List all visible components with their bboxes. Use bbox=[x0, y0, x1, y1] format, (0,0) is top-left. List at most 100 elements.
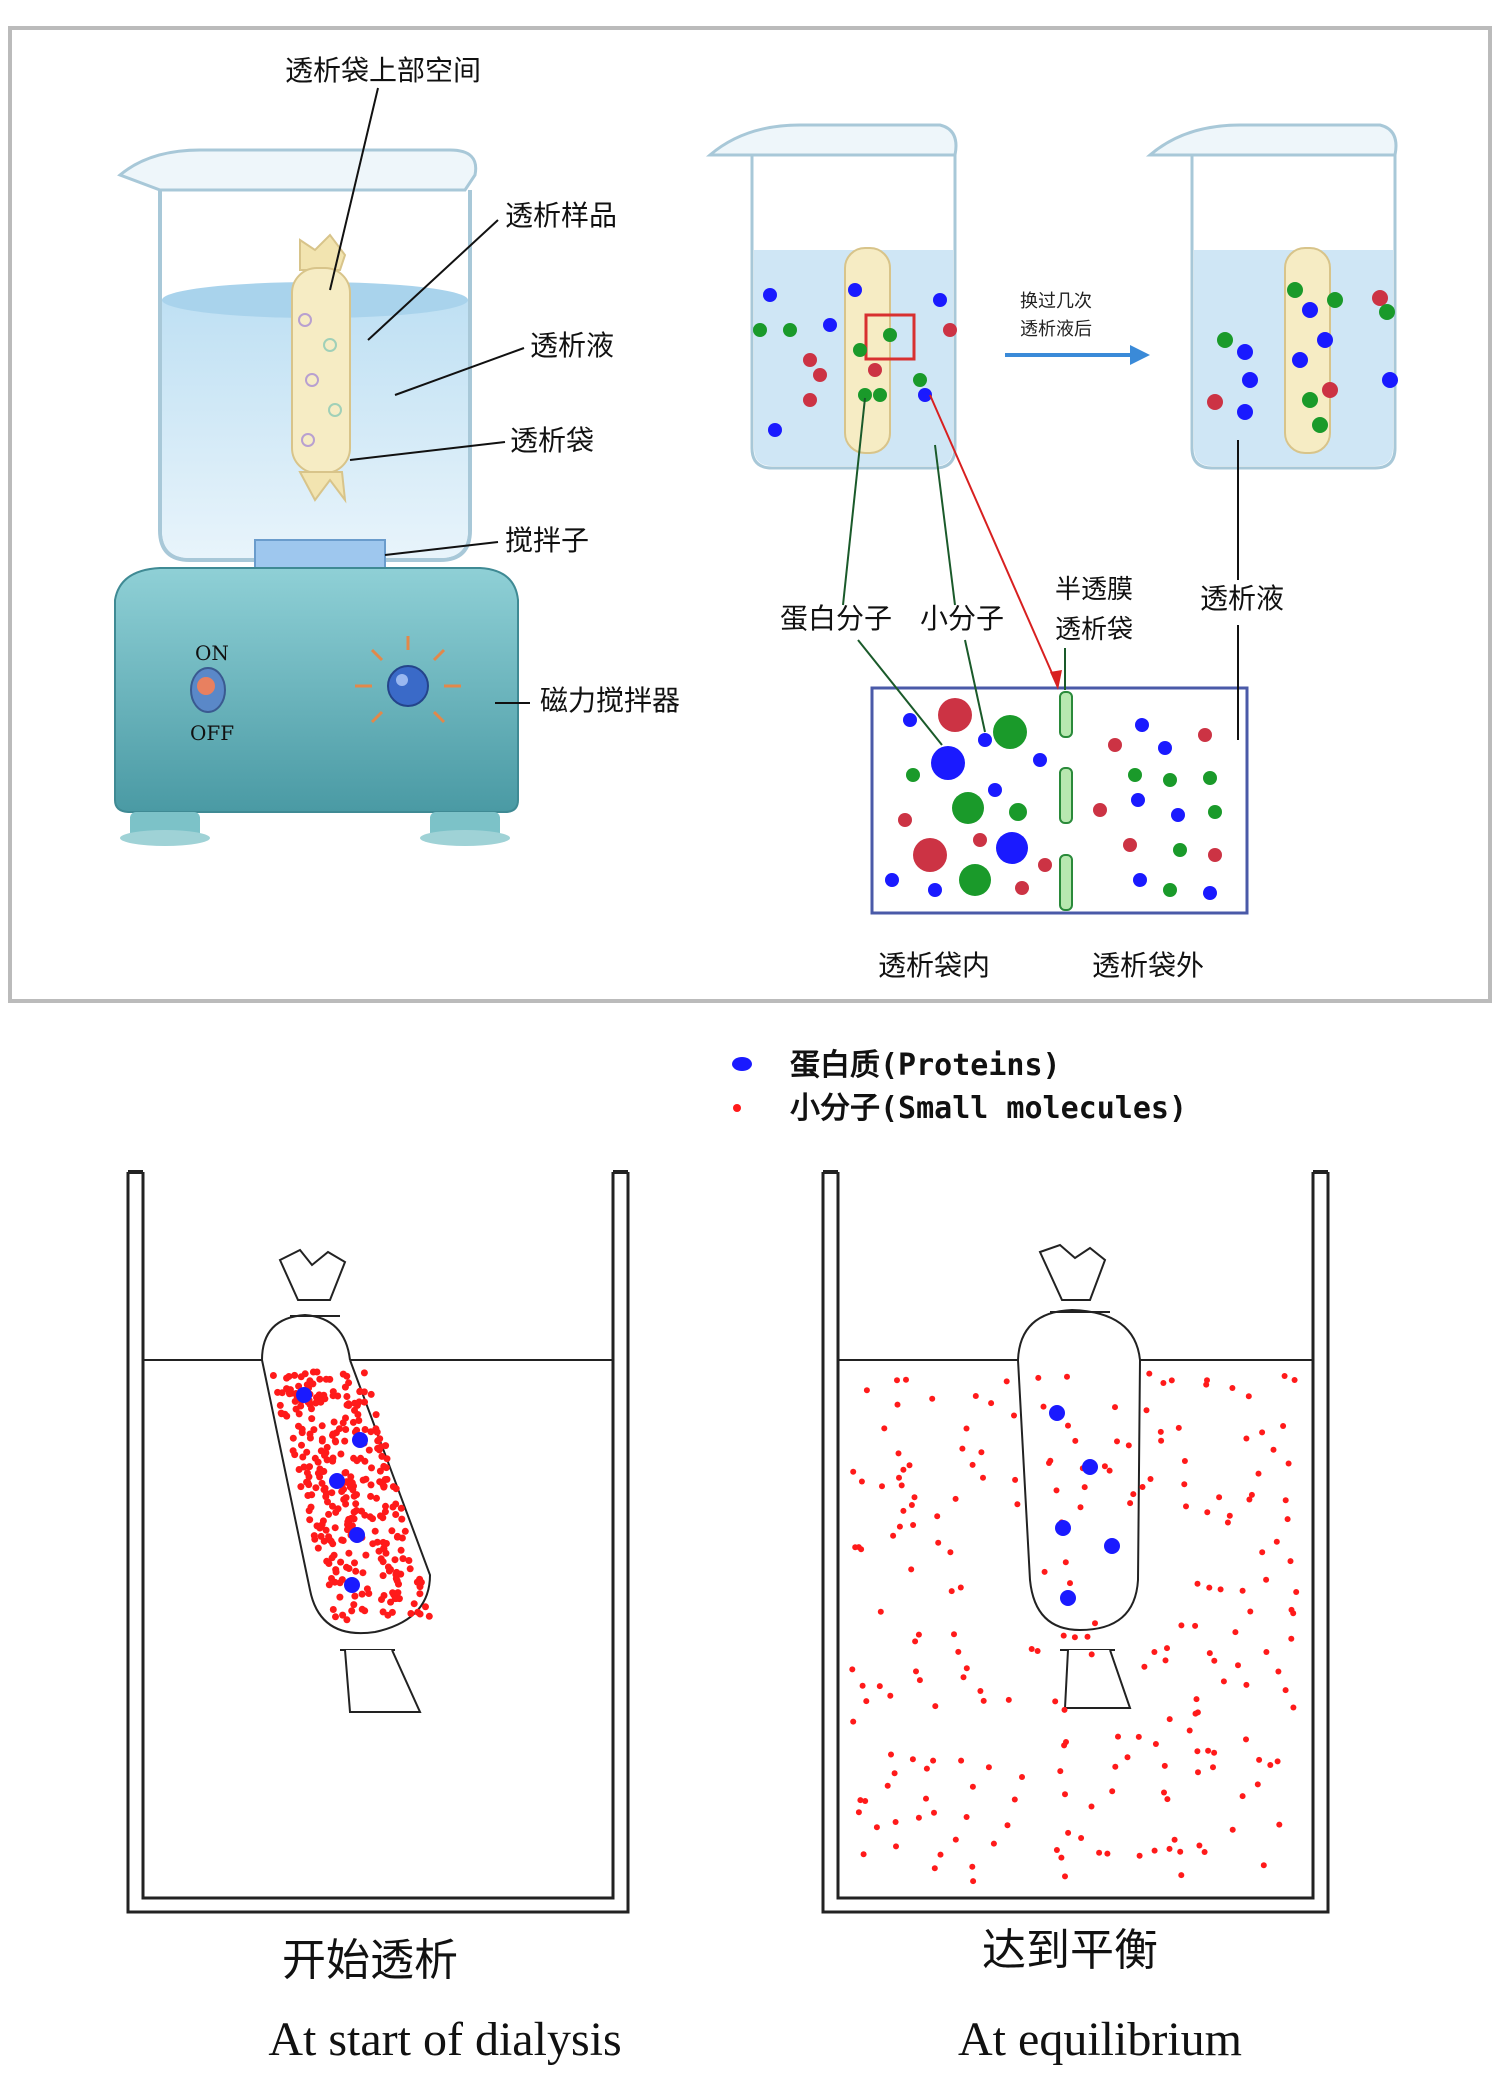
on-off-switch[interactable] bbox=[190, 667, 226, 713]
small-molecule bbox=[1220, 1678, 1227, 1685]
small-molecule bbox=[849, 1666, 856, 1673]
arrow-text-2: 透析液后 bbox=[1020, 319, 1092, 340]
small-molecule bbox=[1267, 1762, 1274, 1768]
small-molecule bbox=[349, 1418, 357, 1426]
small-molecule bbox=[1177, 1848, 1184, 1855]
small-molecule bbox=[910, 1522, 917, 1528]
small-molecule bbox=[1168, 1377, 1175, 1384]
small-molecule bbox=[908, 1502, 915, 1508]
small-molecule bbox=[1280, 1423, 1287, 1429]
small-molecule bbox=[934, 1513, 941, 1520]
small-molecule bbox=[332, 1568, 340, 1576]
small-molecule bbox=[1183, 1503, 1189, 1510]
particle bbox=[1208, 848, 1222, 862]
small-molecule bbox=[322, 1526, 330, 1534]
small-molecule bbox=[860, 1851, 867, 1858]
small-molecule bbox=[422, 1603, 429, 1611]
small-molecule bbox=[923, 1765, 930, 1772]
particle bbox=[1093, 803, 1107, 817]
particle bbox=[873, 388, 887, 402]
particle bbox=[1015, 881, 1029, 895]
small-molecule bbox=[352, 1500, 360, 1508]
protein bbox=[1104, 1538, 1120, 1554]
small-molecule bbox=[401, 1527, 409, 1535]
small-molecule bbox=[916, 1677, 923, 1684]
small-molecule bbox=[1151, 1847, 1158, 1854]
small-molecule bbox=[306, 1516, 314, 1524]
particle bbox=[1173, 843, 1187, 857]
particle bbox=[1302, 392, 1318, 408]
small-molecule bbox=[923, 1795, 929, 1802]
small-molecule bbox=[416, 1590, 424, 1598]
small-molecule bbox=[908, 1566, 915, 1573]
small-molecule bbox=[1052, 1698, 1059, 1705]
small-molecule bbox=[1147, 1476, 1154, 1482]
small-molecule bbox=[378, 1596, 385, 1603]
small-molecule bbox=[894, 1401, 901, 1408]
small-molecule bbox=[1245, 1393, 1252, 1400]
small-molecule bbox=[1012, 1476, 1019, 1483]
particle bbox=[1382, 372, 1398, 388]
small-molecule bbox=[1053, 1487, 1060, 1494]
small-molecule bbox=[1035, 1374, 1042, 1381]
small-molecule bbox=[1195, 1769, 1201, 1776]
small-molecule bbox=[1211, 1749, 1218, 1756]
protein bbox=[1060, 1590, 1076, 1606]
small-molecule bbox=[332, 1613, 339, 1621]
small-molecule bbox=[350, 1601, 358, 1609]
small-molecule bbox=[958, 1757, 965, 1764]
small-molecule bbox=[329, 1430, 337, 1438]
small-molecule bbox=[291, 1371, 299, 1379]
small-molecule bbox=[371, 1527, 379, 1535]
small-molecule bbox=[379, 1608, 387, 1616]
protein bbox=[349, 1527, 365, 1543]
small-molecule bbox=[1235, 1662, 1241, 1669]
small-molecule bbox=[1290, 1704, 1297, 1711]
particle bbox=[1312, 417, 1328, 433]
particle bbox=[1163, 773, 1177, 787]
small-molecule bbox=[1229, 1826, 1236, 1833]
small-molecule bbox=[1104, 1850, 1111, 1857]
legend-protein-marker bbox=[732, 1057, 752, 1071]
small-molecule bbox=[336, 1425, 343, 1433]
small-molecule bbox=[295, 1410, 303, 1418]
small-molecule bbox=[1115, 1733, 1121, 1740]
particle bbox=[996, 832, 1028, 864]
small-molecule bbox=[1011, 1796, 1018, 1803]
small-molecule bbox=[1106, 1467, 1113, 1474]
small-molecule bbox=[345, 1565, 353, 1572]
small-molecule bbox=[410, 1600, 418, 1608]
speed-knob[interactable] bbox=[355, 636, 461, 724]
small-molecule bbox=[1270, 1446, 1277, 1453]
small-molecule bbox=[1062, 1791, 1068, 1798]
small-molecule bbox=[1071, 1634, 1078, 1641]
small-molecule bbox=[1127, 1500, 1134, 1507]
small-molecule bbox=[1109, 1788, 1116, 1795]
small-molecule bbox=[276, 1401, 284, 1409]
small-molecule bbox=[1057, 1768, 1064, 1775]
small-molecule bbox=[329, 1457, 337, 1465]
small-molecule bbox=[1143, 1407, 1150, 1414]
zoom-box bbox=[864, 313, 916, 361]
small-molecule bbox=[1065, 1422, 1071, 1429]
small-molecule bbox=[931, 1865, 938, 1872]
protein bbox=[1082, 1459, 1098, 1475]
small-molecule bbox=[1239, 1793, 1246, 1800]
small-molecule bbox=[1232, 1629, 1239, 1636]
small-molecule bbox=[894, 1377, 900, 1384]
small-molecule bbox=[990, 1840, 997, 1847]
small-molecule bbox=[1288, 1635, 1295, 1642]
small-molecule bbox=[337, 1450, 345, 1458]
label-bag: 透析袋 bbox=[510, 424, 594, 457]
small-molecule bbox=[985, 1764, 992, 1771]
particle bbox=[1123, 838, 1137, 852]
small-molecule bbox=[367, 1492, 375, 1500]
small-molecule bbox=[1291, 1377, 1298, 1383]
small-molecule bbox=[963, 1665, 970, 1672]
bottom-captions: 开始透析 达到平衡 At start of dialysis At equili… bbox=[268, 1925, 1242, 2066]
small-molecule bbox=[1011, 1412, 1017, 1419]
small-molecule bbox=[1014, 1501, 1021, 1508]
small-molecule bbox=[405, 1557, 413, 1564]
small-molecule bbox=[947, 1549, 954, 1556]
